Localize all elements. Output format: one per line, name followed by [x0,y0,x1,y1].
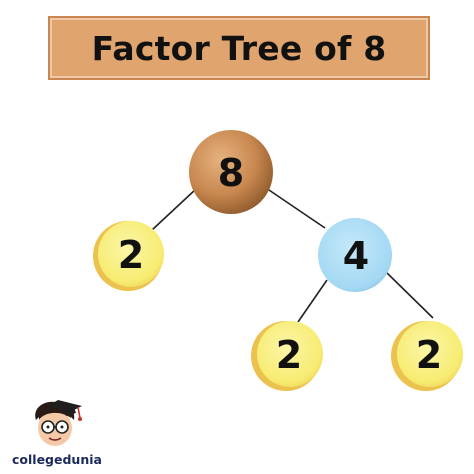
node-label-leaf-2a: 2 [276,333,302,377]
node-label-right-4: 4 [343,234,369,278]
title-banner: Factor Tree of 8 [48,16,430,80]
logo-wordmark: collegedunia [12,452,102,467]
tree-node-leaf-2b: 2 [391,321,463,391]
tree-node-root: 8 [189,130,273,214]
page-title: Factor Tree of 8 [91,28,387,68]
node-label-root: 8 [218,151,244,195]
edge-4-leaf-2a [297,279,328,323]
node-label-leaf-2b: 2 [416,333,442,377]
tree-node-left-2: 2 [93,221,164,291]
node-label-left-2: 2 [118,233,144,277]
edge-4-leaf-2b [385,271,434,319]
logo-mascot-icon [35,400,82,446]
edge-root-left-2 [151,188,197,231]
edge-root-right-4 [265,187,326,229]
tree-node-right-4: 4 [318,218,392,292]
tree-node-leaf-2a: 2 [251,321,323,391]
